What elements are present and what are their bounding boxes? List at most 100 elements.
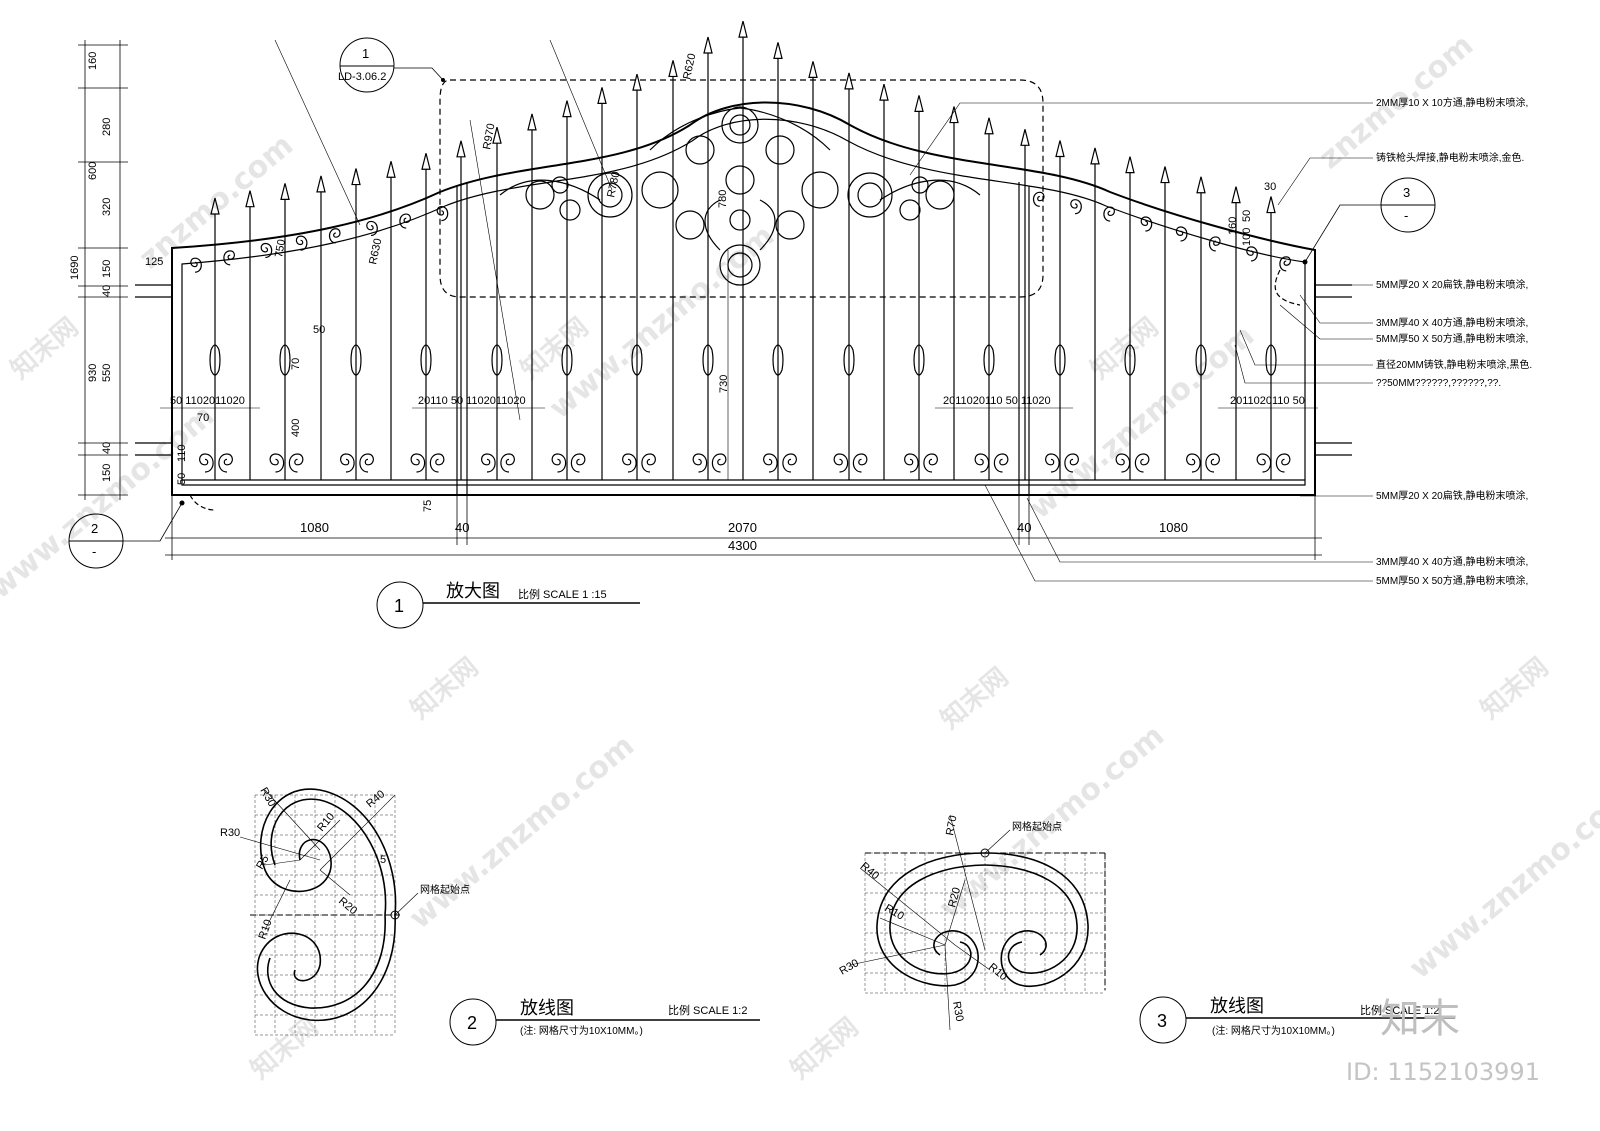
scroll-ornament [1208,236,1221,252]
title-name: 放线图 [1210,996,1264,1016]
scroll-ornament [340,453,355,473]
scroll-ornament [1279,256,1291,272]
scroll-ornament [1205,453,1220,473]
gate-inner-frame [181,118,1306,486]
spear-tip [456,140,466,158]
dim-label: 100 [1241,228,1253,246]
scroll-ornament [481,453,496,473]
note-text: ??50MM??????,??????,??. [1376,378,1501,389]
spear-tip [386,161,396,178]
note-text: 5MM厚50 X 50方通,静电粉末喷涂, [1376,332,1528,345]
scroll-ornament [218,453,233,473]
spear-tip [1090,147,1100,165]
material-notes: 2MM厚10 X 10方通,静电粉末喷涂, 铸铁枪头焊接,静电粉末喷涂,金色. … [909,96,1532,587]
scroll-ornament [1045,453,1060,473]
scroll-ornament [551,453,567,473]
picket-collar [491,344,503,376]
watermark-brand: 知末网 [785,1012,864,1085]
left-dimension-chain [78,40,128,500]
note-text: 铸铁枪头焊接,静电粉末喷涂,金色. [1376,151,1524,164]
picket-collar [561,344,573,376]
callout-sub: - [92,544,96,559]
detail-radius: R10 [883,902,906,922]
radius-label: 750 [273,238,288,258]
detail-radius: R40 [858,860,881,882]
bottom-dimension-chain [165,495,1322,560]
scroll-ornament [1246,246,1258,262]
picket-collar [1124,344,1136,376]
radius-label: R780 [605,170,622,198]
dim-label: 30 [1264,181,1276,193]
scroll-ornament [260,242,273,259]
dim-label: 150 [101,464,113,482]
picket-collar [279,344,291,376]
watermark-text: www.znzmo.com [1403,778,1600,986]
bottom-dimension-labels: 1080 40 2070 40 1080 4300 [300,520,1188,553]
scroll-ornament [366,220,378,237]
watermark-brand: 知末网 [245,1012,324,1085]
radius-label: R970 [481,123,497,151]
watermark-brand: 知末网 [935,662,1014,735]
scroll-ornament [782,453,797,473]
scroll-ornament [692,453,708,473]
spear-tip [316,175,326,193]
spear-tip [1196,176,1206,194]
spear-tip [632,73,642,91]
note-text: 5MM厚50 X 50方通,静电粉末喷涂, [1376,574,1528,587]
radius-label: R620 [681,52,698,80]
callout-sub: - [1404,208,1408,223]
dim-label: 160 [1227,217,1239,235]
title-number: 1 [394,596,404,616]
dim-label: 4300 [728,538,757,553]
scroll-ornament [852,453,868,473]
dim-label: 930 [87,364,99,382]
callout-number: 2 [91,521,98,536]
scroll-ornament [410,453,426,473]
scroll-ornament [328,228,341,244]
callout-2-left: 2 - [68,500,185,569]
image-id-label: ID: 1152103991 [1346,1058,1540,1086]
spear-tip [1055,140,1065,158]
spacing-label: 50 1102011020 [170,395,245,407]
detail-radius: 5 [380,854,386,866]
grid-start-label: 网格起始点 [1012,820,1062,833]
title-block-2: 2 放线图 比例 SCALE 1:2 (注: 网格尺寸为10X10MM。) [449,998,760,1046]
scroll-ornament [288,453,304,473]
spear-tip [808,61,818,78]
title-name: 放大图 [446,581,500,601]
scroll-ornament [295,235,308,251]
note-text: 3MM厚40 X 40方通,静电粉末喷涂, [1376,316,1528,329]
picket-collar [631,344,643,376]
picket-collar [702,344,714,376]
scroll-ornament [1186,453,1201,473]
leader-lines [274,39,729,480]
spear-tip [914,95,924,112]
detail-radius: R30 [950,1000,965,1022]
note-text: 5MM厚20 X 20扁铁,静电粉末喷涂, [1376,489,1528,502]
callout-3-right: 3 - [1302,177,1436,265]
watermark-text: www.znzmo.com [403,728,641,936]
scroll-ornament [1115,453,1131,473]
gate-frame [171,101,1316,496]
picket-collar [913,344,925,376]
watermark-brand: 知末网 [5,312,84,385]
scroll-ornament [923,453,938,473]
scroll-ornament [833,453,849,473]
spear-tip [351,168,361,186]
spear-tip [527,113,537,131]
radius-labels: R620 R970 R780 R630 750 730 780 [273,52,730,393]
dim-label: 550 [101,364,113,382]
spear-tip [1160,166,1170,184]
spear-tip [844,72,854,90]
spear-tip [949,106,959,124]
scroll-ornament [711,453,727,473]
dim-label: 40 [1017,520,1031,535]
scroll-ornament [1032,191,1045,207]
scroll-ornament [1064,453,1079,473]
scroll-ornament [436,206,449,222]
dim-label: 75 [422,500,434,512]
watermark-brand: 知末网 [1475,652,1554,725]
picket-collar [1054,344,1066,376]
picket-collar [420,344,432,376]
